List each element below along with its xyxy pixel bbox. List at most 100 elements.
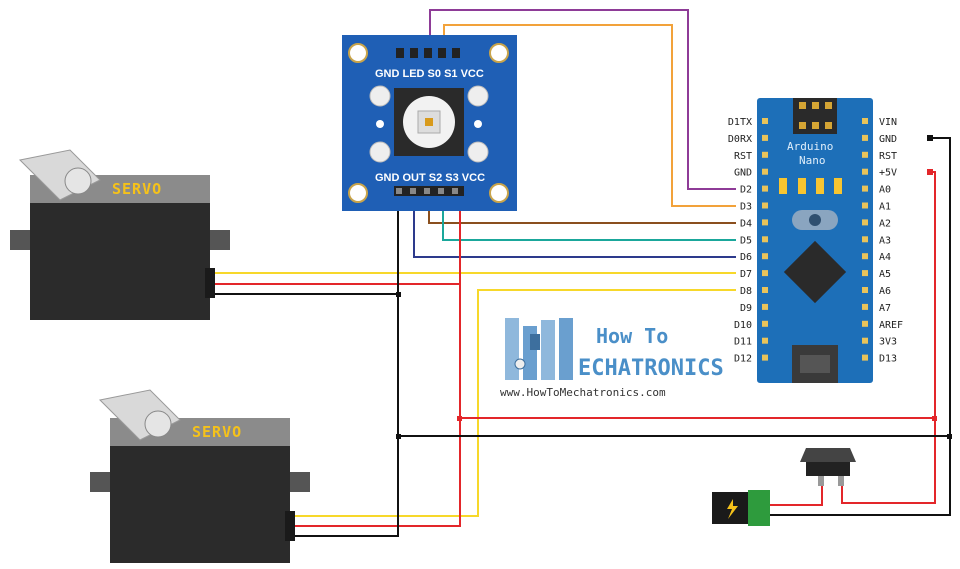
pin-label-right: A7 <box>879 303 891 314</box>
pin-pad <box>762 168 768 175</box>
pin-label-right: A6 <box>879 286 891 297</box>
pin-pad <box>862 151 868 158</box>
pin-label-right: A1 <box>879 202 891 213</box>
pin-pad <box>862 202 868 209</box>
pin-pad <box>762 270 768 277</box>
pin-pad <box>762 236 768 243</box>
pin-label-left: D4 <box>740 218 752 229</box>
pin-pad <box>862 303 868 310</box>
logo-url: www.HowToMechatronics.com <box>500 386 666 399</box>
junction-dot <box>396 292 401 297</box>
led-icon <box>467 85 489 107</box>
power-switch <box>800 448 856 486</box>
pin-pad <box>862 236 868 243</box>
pin-label-left: D1TX <box>728 117 752 128</box>
pin-label-left: D2 <box>740 185 752 196</box>
junction-dot <box>947 434 952 439</box>
pin-pad <box>862 354 868 361</box>
wire-5v-switch <box>841 171 936 504</box>
pin-pad <box>862 253 868 260</box>
pin-pad <box>762 134 768 141</box>
led-icon <box>369 141 391 163</box>
pin-pad <box>862 168 868 175</box>
pin-label-right: AREF <box>879 320 903 331</box>
mount-hole <box>348 183 368 203</box>
pin-pad <box>862 337 868 344</box>
wires <box>210 9 951 537</box>
servo-motor-1: SERVO <box>10 149 230 320</box>
pin-pad <box>862 320 868 327</box>
pin-pad <box>862 118 868 124</box>
power-jack <box>712 490 770 526</box>
pin-label-left: D8 <box>740 286 752 297</box>
nano-name-line1: Arduino <box>787 140 833 153</box>
pin-label-left: D5 <box>740 235 752 246</box>
pin-pad <box>762 303 768 310</box>
wire-arduino-gnd <box>770 137 951 516</box>
switch-rocker <box>800 448 856 462</box>
wire-sensor-vcc <box>290 192 461 527</box>
pin-label-left: GND <box>734 168 752 179</box>
pin-label-right: A4 <box>879 252 891 263</box>
pin-label-left: D11 <box>734 337 752 348</box>
nano-pin-pads <box>762 118 868 361</box>
pin-pad <box>762 185 768 192</box>
servo-shaft <box>144 410 172 438</box>
servo-motor-2: SERVO <box>90 389 310 563</box>
howtomechatronics-logo: How To ECHATRONICS www.HowToMechatronics… <box>500 318 724 399</box>
pin-label-right: A5 <box>879 269 891 280</box>
junctions <box>396 135 952 439</box>
pin-label-right: +5V <box>879 168 897 179</box>
nano-board <box>757 98 873 383</box>
mount-hole <box>489 183 509 203</box>
mount-hole <box>489 43 509 63</box>
sensor-top-header <box>396 48 460 58</box>
via <box>474 120 482 128</box>
jack-pcb <box>748 490 770 526</box>
led-icon <box>369 85 391 107</box>
pin-pad <box>762 320 768 327</box>
servo-1-label: SERVO <box>112 180 162 198</box>
pin-pad <box>862 185 868 192</box>
pin-label-right: A2 <box>879 218 891 229</box>
pin-label-left: D10 <box>734 320 752 331</box>
sensor-bottom-label: GND OUT S2 S3 VCC <box>375 172 485 184</box>
pin-pad <box>762 287 768 293</box>
pin-label-left: D3 <box>740 202 752 213</box>
wire-out-d6 <box>413 192 736 258</box>
pin-pad <box>862 270 868 277</box>
sensor-top-label: GND LED S0 S1 VCC <box>375 68 484 80</box>
pin-label-right: VIN <box>879 117 897 128</box>
logo-line2: ECHATRONICS <box>578 356 724 381</box>
pin-label-left: D0RX <box>728 134 752 145</box>
junction-dot <box>396 434 401 439</box>
wire-servo2-d8 <box>290 289 736 517</box>
pin-label-left: D9 <box>740 303 752 314</box>
servo-shaft <box>64 167 92 195</box>
pin-label-right: A0 <box>879 185 891 196</box>
pin-label-left: D7 <box>740 269 752 280</box>
pin-label-right: 3V3 <box>879 337 897 348</box>
junction-dot <box>932 416 937 421</box>
via <box>376 120 384 128</box>
junction-dot <box>457 416 462 421</box>
pin-pad <box>762 354 768 361</box>
pin-label-right: GND <box>879 134 897 145</box>
sensor-die <box>425 118 433 126</box>
pin-pad <box>862 134 868 141</box>
pin-label-right: D13 <box>879 354 897 365</box>
pin-pad <box>862 219 868 226</box>
wire-sensor-gnd <box>290 192 399 537</box>
arduino-nano: Arduino Nano <box>757 98 873 383</box>
pin-pad <box>862 287 868 293</box>
pin-label-left: D6 <box>740 252 752 263</box>
pin-label-right: A3 <box>879 235 891 246</box>
mount-hole <box>348 43 368 63</box>
pin-pad <box>762 219 768 226</box>
junction-dot <box>927 169 933 175</box>
led-icon <box>467 141 489 163</box>
nano-name-line2: Nano <box>799 154 826 167</box>
